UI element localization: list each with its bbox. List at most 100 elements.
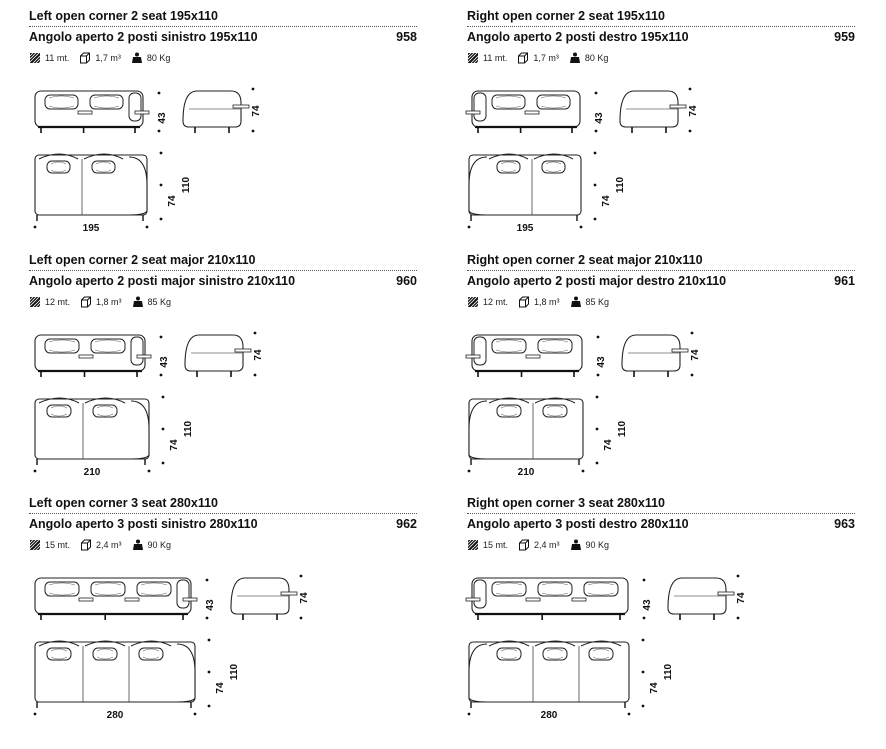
package-volume: 1,7 m³	[95, 53, 121, 63]
product-960: Left open corner 2 seat major 210x110 An…	[29, 253, 417, 478]
depth-label: 110	[615, 176, 626, 193]
product-963: Right open corner 3 seat 280x110 Angolo …	[465, 496, 855, 721]
package-box-icon	[519, 296, 530, 308]
weight-icon	[570, 296, 581, 307]
package-box-icon	[519, 539, 530, 551]
package-box-icon	[518, 52, 529, 64]
title-english: Right open corner 3 seat 280x110	[467, 496, 666, 510]
title-divider	[29, 270, 417, 271]
product-code: 959	[834, 30, 855, 44]
depth-label: 110	[663, 663, 674, 680]
width-label: 280	[107, 710, 124, 721]
weight-icon	[131, 52, 142, 63]
title-english: Left open corner 2 seat major 210x110	[29, 253, 256, 267]
back-height-label: 74	[690, 349, 701, 361]
front-elevation: 43	[465, 577, 653, 620]
side-elevation: 74	[182, 87, 262, 133]
package-box-icon	[81, 296, 92, 308]
product-code: 960	[396, 274, 417, 288]
title-italian: Angolo aperto 2 posti sinistro 195x110	[29, 30, 258, 44]
title-english: Right open corner 2 seat major 210x110	[467, 253, 703, 267]
title-divider	[29, 26, 417, 27]
title-english: Left open corner 3 seat 280x110	[29, 496, 218, 510]
package-weight: 90 Kg	[585, 540, 610, 550]
width-label: 210	[518, 467, 535, 478]
side-height-label: 74	[215, 682, 226, 694]
title-italian: Angolo aperto 2 posti destro 195x110	[467, 30, 689, 44]
package-volume: 2,4 m³	[534, 540, 560, 550]
side-height-label: 74	[601, 195, 612, 207]
package-volume: 2,4 m³	[96, 540, 122, 550]
fabric-amount: 12 mt.	[45, 297, 71, 307]
side-elevation: 74	[667, 574, 747, 620]
title-italian: Angolo aperto 2 posti major destro 210x1…	[467, 274, 727, 288]
title-italian: Angolo aperto 3 posti destro 280x110	[467, 517, 689, 531]
seat-height-label: 43	[159, 356, 170, 368]
package-volume: 1,7 m³	[533, 53, 559, 63]
package-volume: 1,8 m³	[534, 297, 560, 307]
weight-icon	[132, 296, 143, 307]
front-elevation: 43	[34, 577, 216, 620]
seat-height-label: 43	[642, 599, 653, 611]
seat-height-label: 43	[594, 112, 605, 124]
seat-height-label: 43	[596, 356, 607, 368]
title-italian: Angolo aperto 3 posti sinistro 280x110	[29, 517, 258, 531]
side-elevation: 74	[619, 87, 699, 133]
side-height-label: 74	[169, 439, 180, 451]
depth-label: 110	[229, 663, 240, 680]
side-elevation: 74	[184, 331, 264, 377]
fabric-amount: 15 mt.	[45, 540, 71, 550]
fabric-swatch-icon	[29, 296, 41, 308]
product-code: 961	[834, 274, 855, 288]
side-height-label: 74	[167, 195, 178, 207]
product-code: 958	[396, 30, 417, 44]
package-weight: 90 Kg	[147, 540, 172, 550]
fabric-amount: 12 mt.	[483, 297, 509, 307]
width-label: 210	[84, 467, 101, 478]
side-height-label: 74	[649, 682, 660, 694]
seat-height-label: 43	[205, 599, 216, 611]
title-divider	[467, 513, 855, 514]
back-height-label: 74	[251, 105, 262, 117]
side-elevation: 74	[230, 574, 310, 620]
title-divider	[467, 270, 855, 271]
package-weight: 80 Kg	[584, 53, 609, 63]
fabric-amount: 11 mt.	[45, 53, 70, 63]
package-weight: 85 Kg	[585, 297, 610, 307]
front-elevation: 43	[465, 90, 605, 133]
weight-icon	[569, 52, 580, 63]
seat-height-label: 43	[157, 112, 168, 124]
product-961: Right open corner 2 seat major 210x110 A…	[465, 253, 855, 478]
product-959: Right open corner 2 seat 195x110 Angolo …	[465, 9, 855, 234]
product-code: 962	[396, 517, 417, 531]
title-divider	[29, 513, 417, 514]
front-elevation: 43	[34, 90, 168, 133]
width-label: 280	[541, 710, 558, 721]
width-label: 195	[517, 223, 534, 234]
spec-row: 11 mt. 1,7 m³ 80 Kg	[29, 51, 180, 65]
back-height-label: 74	[299, 592, 310, 604]
side-elevation: 74	[621, 331, 701, 377]
title-divider	[467, 26, 855, 27]
package-weight: 85 Kg	[147, 297, 172, 307]
depth-label: 110	[181, 176, 192, 193]
title-english: Right open corner 2 seat 195x110	[467, 9, 666, 23]
fabric-swatch-icon	[29, 52, 41, 64]
weight-icon	[570, 539, 581, 550]
back-height-label: 74	[736, 592, 747, 604]
product-958: Left open corner 2 seat 195x110 Angolo a…	[29, 9, 417, 234]
back-height-label: 74	[688, 105, 699, 117]
fabric-amount: 15 mt.	[483, 540, 509, 550]
